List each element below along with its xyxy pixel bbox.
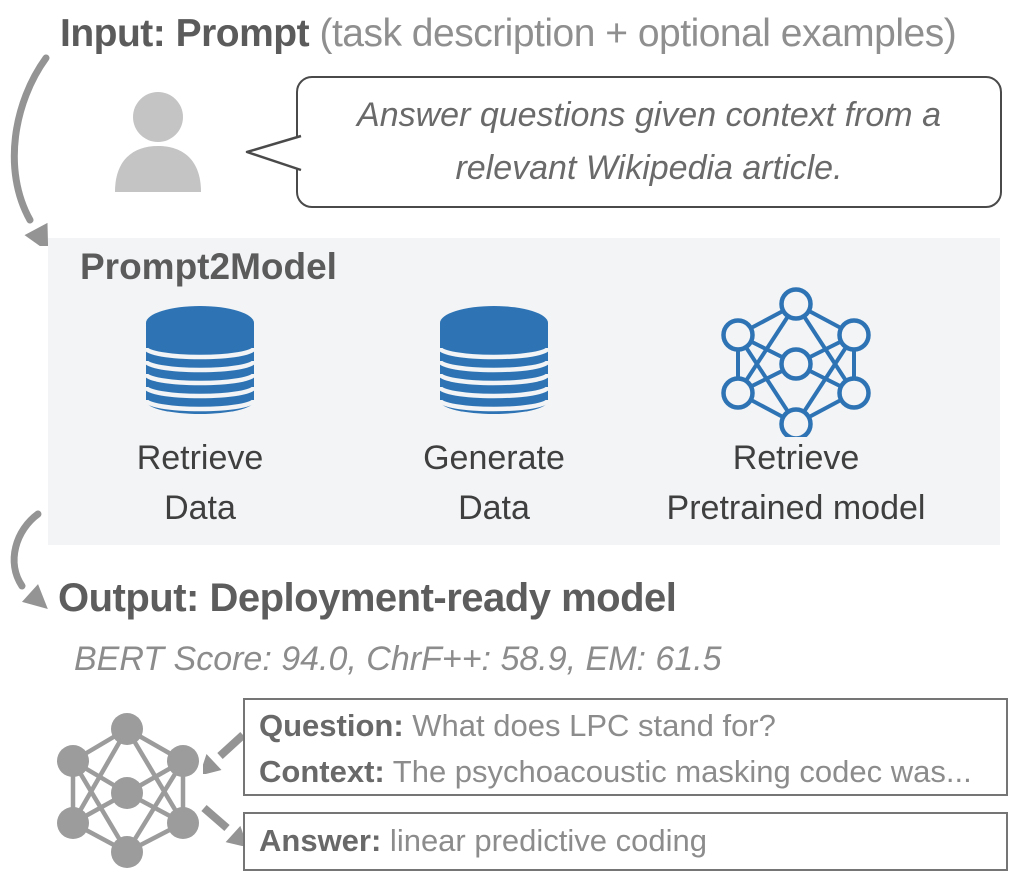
database-icon	[438, 306, 550, 414]
step-label: Retrieve	[136, 439, 264, 477]
arrow-into-model-icon	[203, 732, 246, 774]
context-line: Context: The psychoacoustic masking code…	[259, 749, 1006, 794]
step-retrieve-pretrained-model: Retrieve Pretrained model	[640, 287, 952, 533]
step-label: Data	[458, 489, 530, 527]
answer-label: Answer:	[259, 823, 382, 858]
question-label: Question:	[259, 708, 404, 743]
prompt-text-line1: Answer questions given context from a	[357, 96, 941, 135]
input-heading: Input: Prompt (task description + option…	[60, 12, 1020, 56]
step-label: Generate	[423, 439, 565, 477]
question-text: What does LPC stand for?	[403, 708, 776, 743]
person-icon	[115, 92, 201, 192]
output-heading: Output: Deployment-ready model	[58, 576, 677, 620]
input-heading-bold: Input: Prompt	[60, 12, 310, 55]
step-label: Data	[164, 489, 236, 527]
answer-text: linear predictive coding	[381, 823, 707, 858]
step-generate-data: Generate Data	[384, 293, 604, 533]
deployed-model-neural-network-icon	[57, 713, 199, 868]
context-text: The psychoacoustic masking codec was...	[384, 754, 972, 789]
curved-arrow-down-icon	[10, 54, 50, 246]
context-label: Context:	[259, 754, 385, 789]
prompt-speech-bubble: Answer questions given context from a re…	[296, 76, 1002, 208]
arrow-out-of-model-icon	[201, 804, 246, 846]
database-icon	[144, 306, 256, 414]
step-retrieve-data: Retrieve Data	[90, 293, 310, 533]
metrics-line: BERT Score: 94.0, ChrF++: 58.9, EM: 61.5	[74, 640, 722, 678]
step-label: Retrieve	[732, 439, 860, 477]
step-label: Pretrained model	[666, 489, 926, 527]
question-line: Question: What does LPC stand for?	[259, 703, 1006, 749]
prompt2model-title: Prompt2Model	[80, 246, 337, 287]
speech-bubble-tail	[245, 134, 302, 172]
question-context-box: Question: What does LPC stand for? Conte…	[243, 698, 1008, 796]
answer-box: Answer: linear predictive coding	[243, 812, 1008, 871]
input-heading-light: (task description + optional examples)	[309, 12, 957, 55]
curved-arrow-hook-icon	[10, 510, 48, 610]
neural-network-icon	[721, 287, 871, 437]
prompt-text-line2: relevant Wikipedia article.	[455, 149, 843, 187]
